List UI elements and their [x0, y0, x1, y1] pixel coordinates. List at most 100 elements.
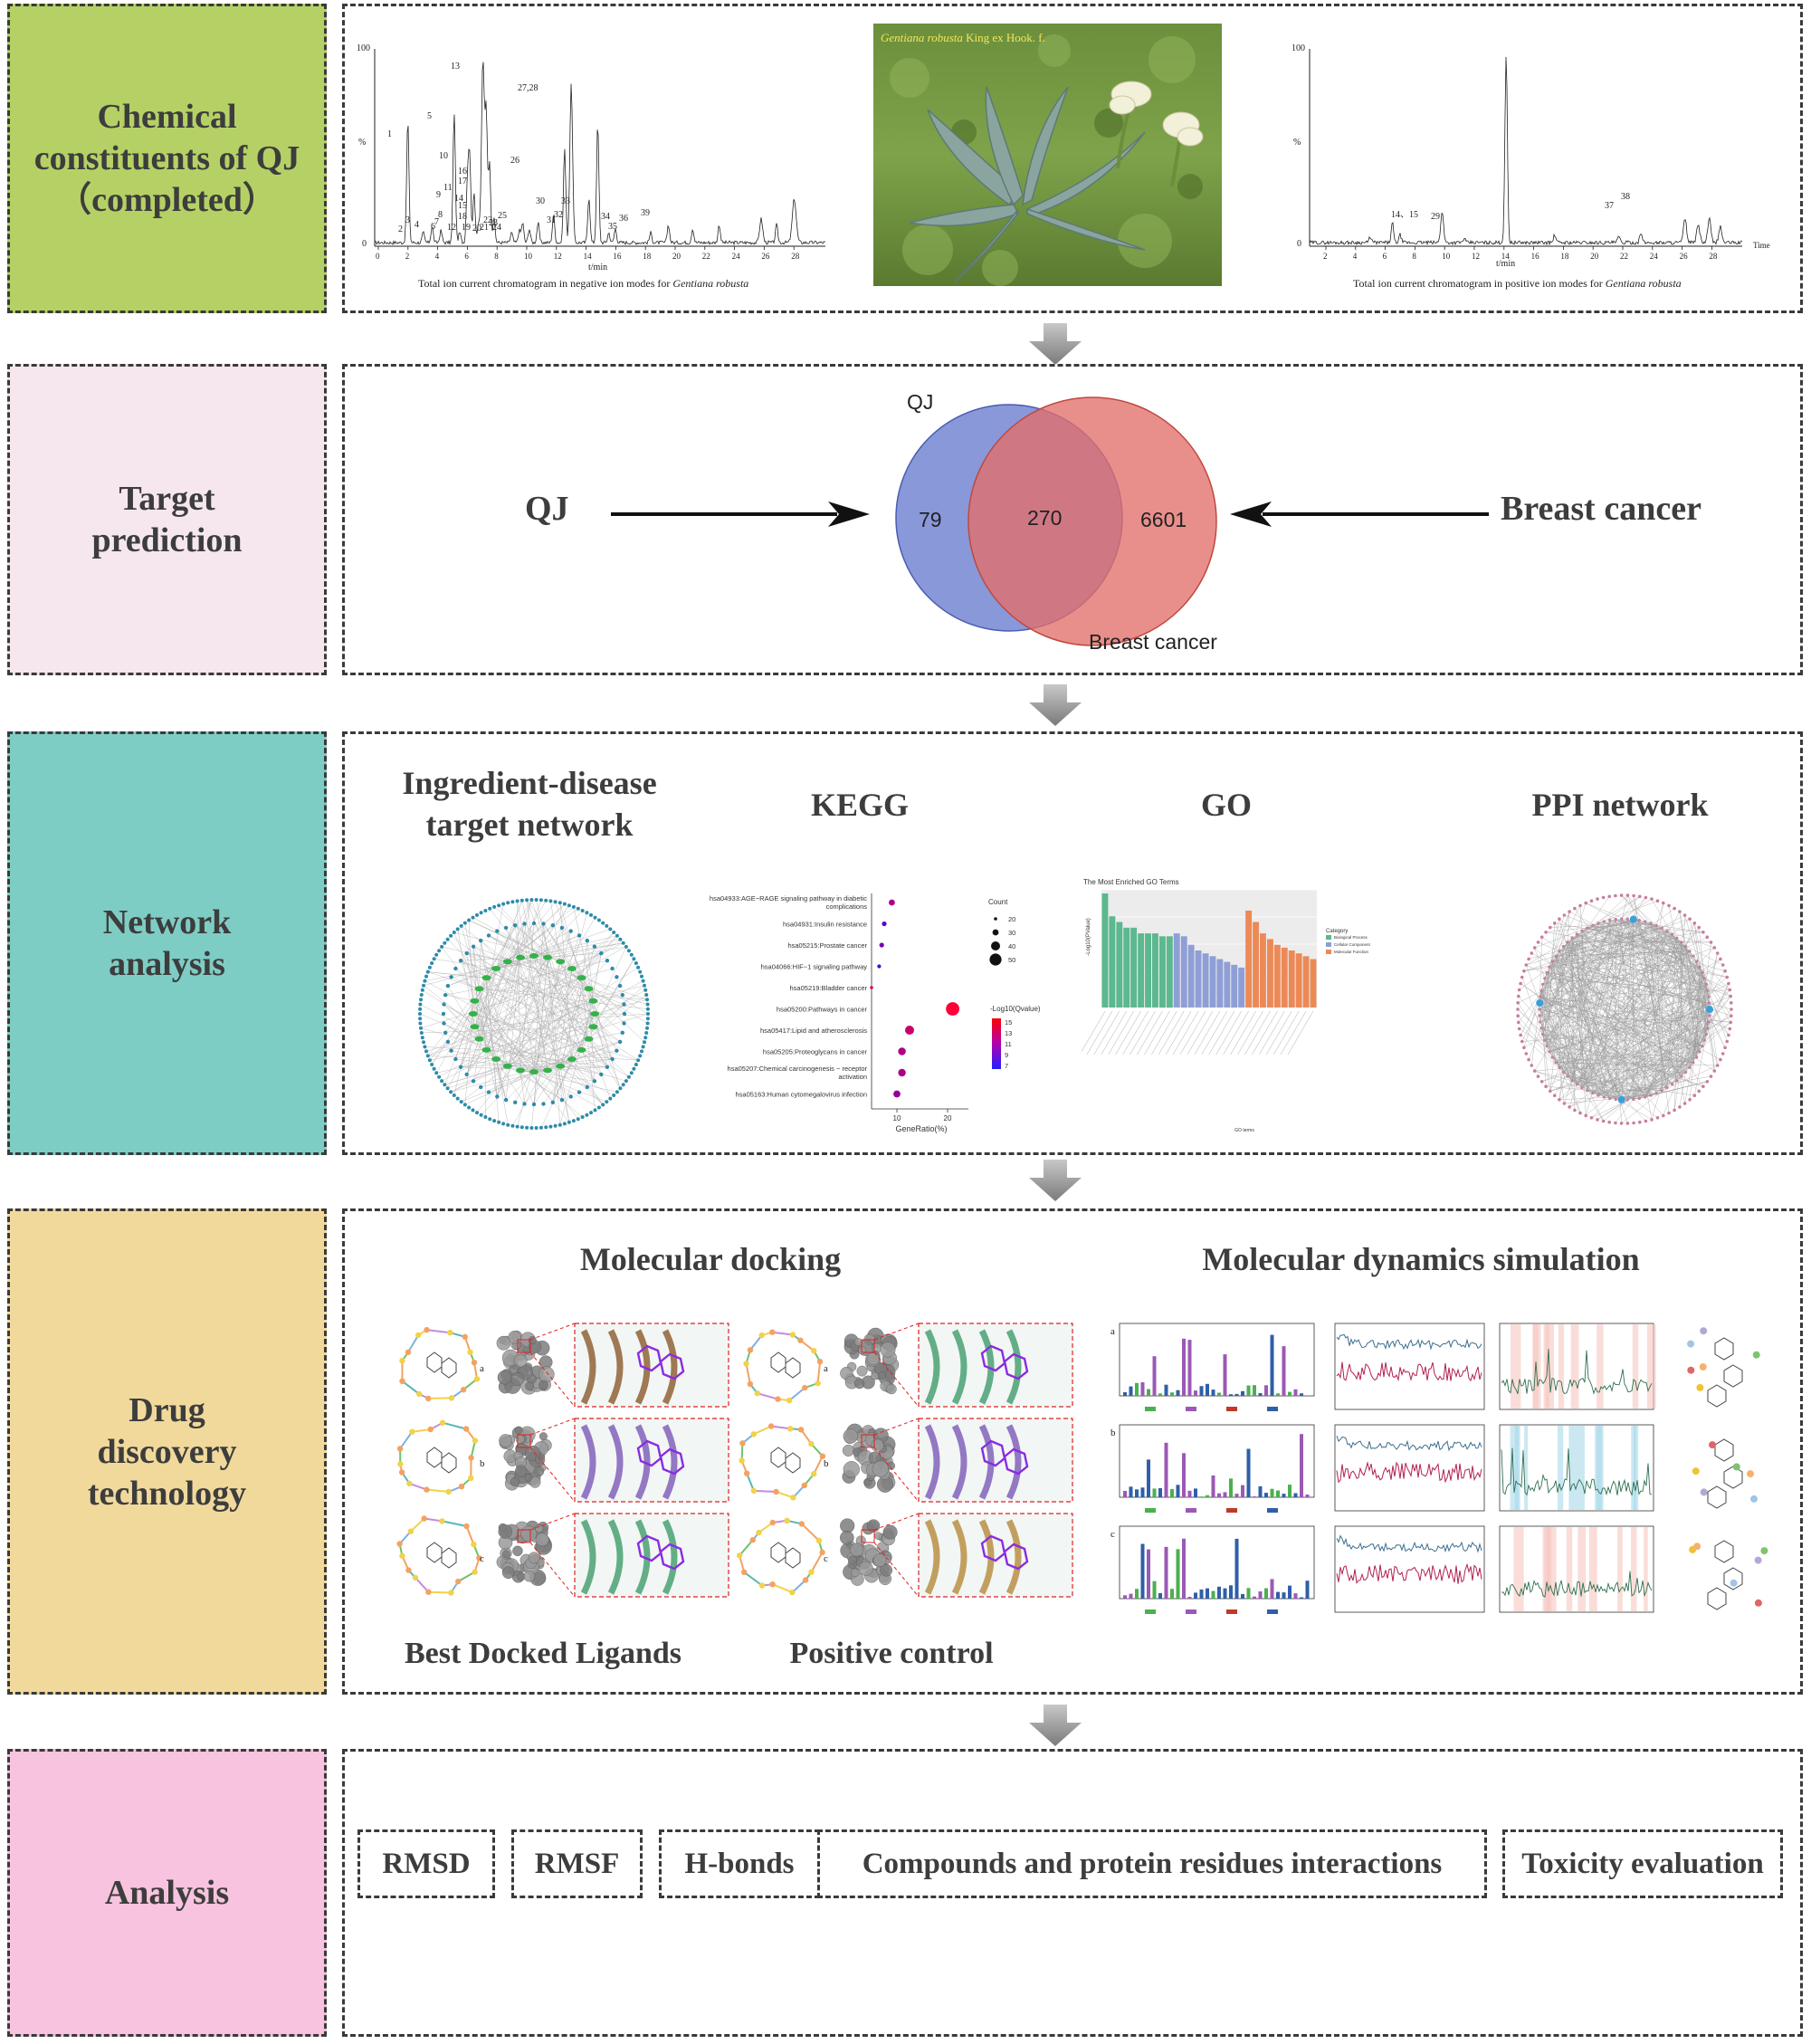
sse-band — [1617, 1527, 1623, 1611]
legend-swatch — [1186, 1609, 1196, 1614]
protein-ribbon — [662, 1519, 678, 1595]
target-node — [608, 1096, 613, 1101]
interaction-bar — [1282, 1494, 1286, 1497]
ppi-edge — [1567, 938, 1573, 1077]
target-node — [452, 931, 456, 934]
interaction-residue — [396, 1446, 404, 1452]
network-edge — [469, 920, 561, 962]
ppi-edge — [1581, 919, 1616, 1088]
ppi-node — [1709, 1075, 1713, 1078]
target-left-label: QJ — [525, 490, 569, 528]
legend-swatch — [1186, 1508, 1196, 1513]
sse-band — [1513, 1527, 1524, 1611]
interaction-residue-link — [442, 1520, 467, 1527]
peak-label: 23 — [489, 218, 498, 228]
zoom-connector — [529, 1352, 576, 1408]
target-node — [624, 1079, 628, 1084]
interaction-bar — [1282, 1346, 1286, 1396]
analysis-item-rmsf: RMSF — [511, 1829, 643, 1898]
section-label-chemical: Chemical constituents of QJ （completed） — [7, 4, 327, 313]
ppi-edge — [1656, 925, 1705, 979]
interaction-residue-link — [740, 1443, 744, 1461]
target-title-line-2: prediction — [91, 521, 243, 559]
network-edge — [472, 917, 548, 958]
surface-atom — [842, 1444, 854, 1457]
ppi-edge — [1541, 1027, 1668, 1088]
network-edge — [507, 989, 646, 1066]
interaction-bar — [1199, 1496, 1204, 1497]
ppi-node — [1709, 941, 1713, 944]
ppi-edge — [1586, 920, 1640, 1116]
ppi-edge — [1571, 920, 1610, 1081]
sse-band — [1577, 1527, 1587, 1611]
x-tick-label: 22 — [702, 252, 710, 261]
md-panel: abc — [1110, 1323, 1768, 1614]
zoom-connector — [529, 1513, 576, 1531]
interaction-bar — [1300, 1434, 1303, 1497]
peak-label: 31 — [547, 215, 556, 225]
sse-band — [1558, 1324, 1565, 1409]
ppi-edge — [1662, 928, 1709, 1028]
interaction-residue — [471, 1541, 477, 1548]
kegg-legend-count-title: Count — [988, 898, 1008, 906]
target-node — [585, 911, 589, 915]
target-node — [562, 1122, 567, 1126]
zoom-connector — [529, 1418, 576, 1436]
ppi-edge — [1704, 978, 1730, 990]
interaction-residue — [396, 1541, 403, 1547]
go-bar — [1310, 959, 1317, 1008]
peak-label: 24 — [492, 223, 501, 233]
ppi-node — [1692, 954, 1695, 958]
target-node — [437, 1075, 442, 1079]
ppi-node — [1575, 932, 1578, 936]
kegg-point — [882, 921, 887, 927]
network-edge — [461, 1071, 535, 1103]
network-edge — [472, 1013, 571, 1097]
surface-atom — [515, 1434, 525, 1444]
ingredient-node — [516, 954, 525, 960]
interaction-residue — [415, 1332, 422, 1339]
go-bar — [1101, 893, 1109, 1008]
interaction-residue — [736, 1552, 743, 1559]
interaction-bar — [1123, 1491, 1127, 1497]
interaction-residue — [786, 1397, 793, 1404]
network-edge — [552, 1058, 573, 1103]
network-edge — [581, 1049, 596, 1082]
target-node — [632, 1066, 636, 1071]
ppi-edge — [1587, 934, 1673, 1091]
protein-ribbon — [580, 1519, 596, 1595]
network-edge — [466, 952, 582, 979]
network-edge — [472, 952, 602, 1015]
neg-x-unit: t/min — [588, 263, 608, 272]
target-node — [522, 1102, 527, 1106]
docking-row-letter: c — [480, 1553, 484, 1564]
interaction-bar — [1206, 1383, 1209, 1396]
target-node — [525, 1125, 529, 1130]
ppi-node — [1706, 1006, 1713, 1013]
target-node — [419, 1031, 424, 1035]
peak-label: 18 — [458, 212, 467, 222]
interaction-bar — [1270, 1488, 1274, 1497]
go-bar — [1138, 933, 1145, 1008]
docked-ligand — [980, 1344, 1029, 1380]
network-edge — [427, 971, 589, 989]
target-node — [418, 1007, 423, 1011]
go-term-label — [1201, 1010, 1228, 1055]
target-node — [515, 899, 519, 903]
ppi-edge — [1621, 918, 1709, 991]
ppi-node — [1701, 970, 1704, 974]
peak-label: 39 — [641, 208, 650, 218]
docked-ligand — [636, 1534, 685, 1571]
target-node — [425, 1054, 430, 1058]
ppi-edge — [1539, 996, 1702, 1046]
docking-row-letter: b — [824, 1458, 829, 1469]
ligand-interaction-diagram — [739, 1423, 826, 1501]
binding-site-marker — [517, 1339, 531, 1353]
docking-title: Molecular docking — [579, 1241, 842, 1277]
ppi-node — [1629, 915, 1637, 923]
interaction-residue-link — [457, 1571, 476, 1582]
network-edge — [559, 903, 594, 1027]
network-edge — [495, 923, 525, 969]
target-node — [449, 975, 453, 979]
x-tick-label: 18 — [1560, 252, 1569, 261]
